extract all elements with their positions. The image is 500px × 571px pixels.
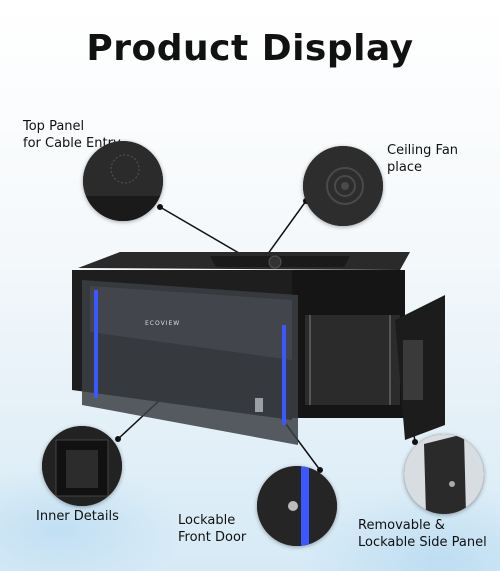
- brand-logo: ECOVIEW: [145, 320, 181, 327]
- front-door-detail-image: [257, 466, 337, 546]
- label-ceiling-fan: Ceiling Fan place: [387, 143, 459, 175]
- side-panel-detail-image: [404, 434, 484, 514]
- top-panel-detail-image: [83, 141, 163, 221]
- ceiling-fan-detail-image: [303, 146, 383, 226]
- page-title: Product Display: [86, 28, 414, 69]
- label-front-door: Lockable Front Door: [178, 513, 247, 545]
- wall-cabinet-image: [72, 252, 445, 445]
- label-top-panel: Top Panel for Cable Entry: [23, 119, 121, 151]
- label-side-panel: Removable & Lockable Side Panel: [358, 518, 487, 550]
- inner-details-image: [42, 426, 122, 506]
- label-inner-details: Inner Details: [36, 509, 119, 524]
